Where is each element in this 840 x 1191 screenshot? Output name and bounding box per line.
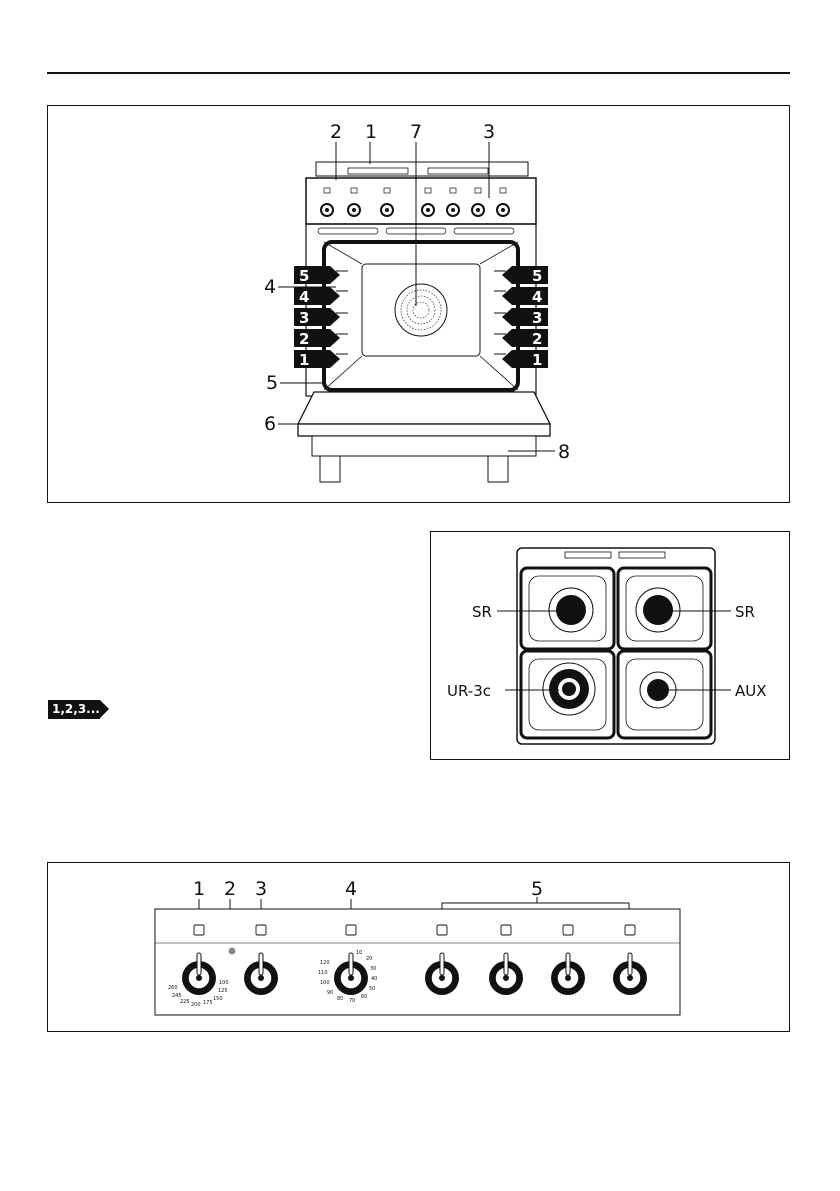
- foot-right: [488, 456, 508, 482]
- shelf-label-left-4: 4: [299, 288, 309, 306]
- svg-text:175: 175: [203, 1000, 213, 1006]
- pilot-light: [229, 948, 236, 955]
- burner-label-bottom-left: UR-3c: [447, 682, 491, 700]
- svg-text:50: 50: [369, 986, 375, 992]
- oven-fan: [395, 284, 447, 336]
- svg-text:40: 40: [371, 976, 377, 982]
- shelf-label-left-3: 3: [299, 309, 309, 327]
- shelf-label-right-3: 3: [532, 309, 542, 327]
- svg-text:90: 90: [327, 990, 333, 996]
- control-panel-figure: 1 2 3 4 5: [47, 862, 790, 1032]
- svg-text:260: 260: [168, 985, 178, 991]
- svg-text:150: 150: [213, 996, 223, 1002]
- callout-5: 5: [266, 372, 278, 394]
- svg-text:125: 125: [218, 988, 228, 994]
- burner-label-top-left: SR: [472, 603, 492, 621]
- shelf-label-right-5: 5: [532, 267, 542, 285]
- svg-text:10: 10: [356, 950, 362, 956]
- header-rule: [47, 72, 790, 74]
- shelf-label-left-5: 5: [299, 267, 309, 285]
- svg-text:70: 70: [349, 998, 355, 1004]
- hob-burner-figure: SR SR UR-3c AUX: [430, 531, 790, 760]
- shelf-label-right-2: 2: [532, 330, 542, 348]
- svg-text:200: 200: [191, 1002, 201, 1008]
- panel-callout-3: 3: [255, 878, 267, 900]
- callout-2: 2: [330, 121, 342, 143]
- callout-6: 6: [264, 413, 276, 435]
- shelf-label-left-2: 2: [299, 330, 309, 348]
- shelf-label-right-4: 4: [532, 288, 542, 306]
- burner-bottom-left: [543, 663, 595, 715]
- callout-4: 4: [264, 276, 276, 298]
- svg-text:110: 110: [318, 970, 328, 976]
- panel-callout-2: 2: [224, 878, 236, 900]
- oven-door: [298, 392, 550, 424]
- burner-label-top-right: SR: [735, 603, 755, 621]
- callout-1: 1: [365, 121, 377, 143]
- svg-text:60: 60: [361, 994, 367, 1000]
- svg-text:120: 120: [320, 960, 330, 966]
- foot-left: [320, 456, 340, 482]
- shelf-label-left-1: 1: [299, 351, 309, 369]
- panel-callout-4: 4: [345, 878, 357, 900]
- svg-text:80: 80: [337, 996, 343, 1002]
- panel-body: [155, 909, 680, 1015]
- panel-callout-5: 5: [531, 878, 543, 900]
- svg-text:100: 100: [320, 980, 330, 986]
- svg-text:100: 100: [219, 980, 229, 986]
- svg-text:225: 225: [180, 999, 190, 1005]
- cooker-overview-figure: 5 4 3 2 1 5 4 3 2 1 2 1 7 3 4 5 6 8: [47, 105, 790, 503]
- panel-callout-1: 1: [193, 878, 205, 900]
- callout-8: 8: [558, 441, 570, 463]
- callout-7: 7: [410, 121, 422, 143]
- step-marker: 1,2,3...: [48, 700, 100, 719]
- callout-3: 3: [483, 121, 495, 143]
- svg-text:20: 20: [366, 956, 372, 962]
- step-marker-arrow: [100, 700, 109, 718]
- shelf-label-right-1: 1: [532, 351, 542, 369]
- svg-text:30: 30: [370, 966, 376, 972]
- burner-label-bottom-right: AUX: [735, 682, 767, 700]
